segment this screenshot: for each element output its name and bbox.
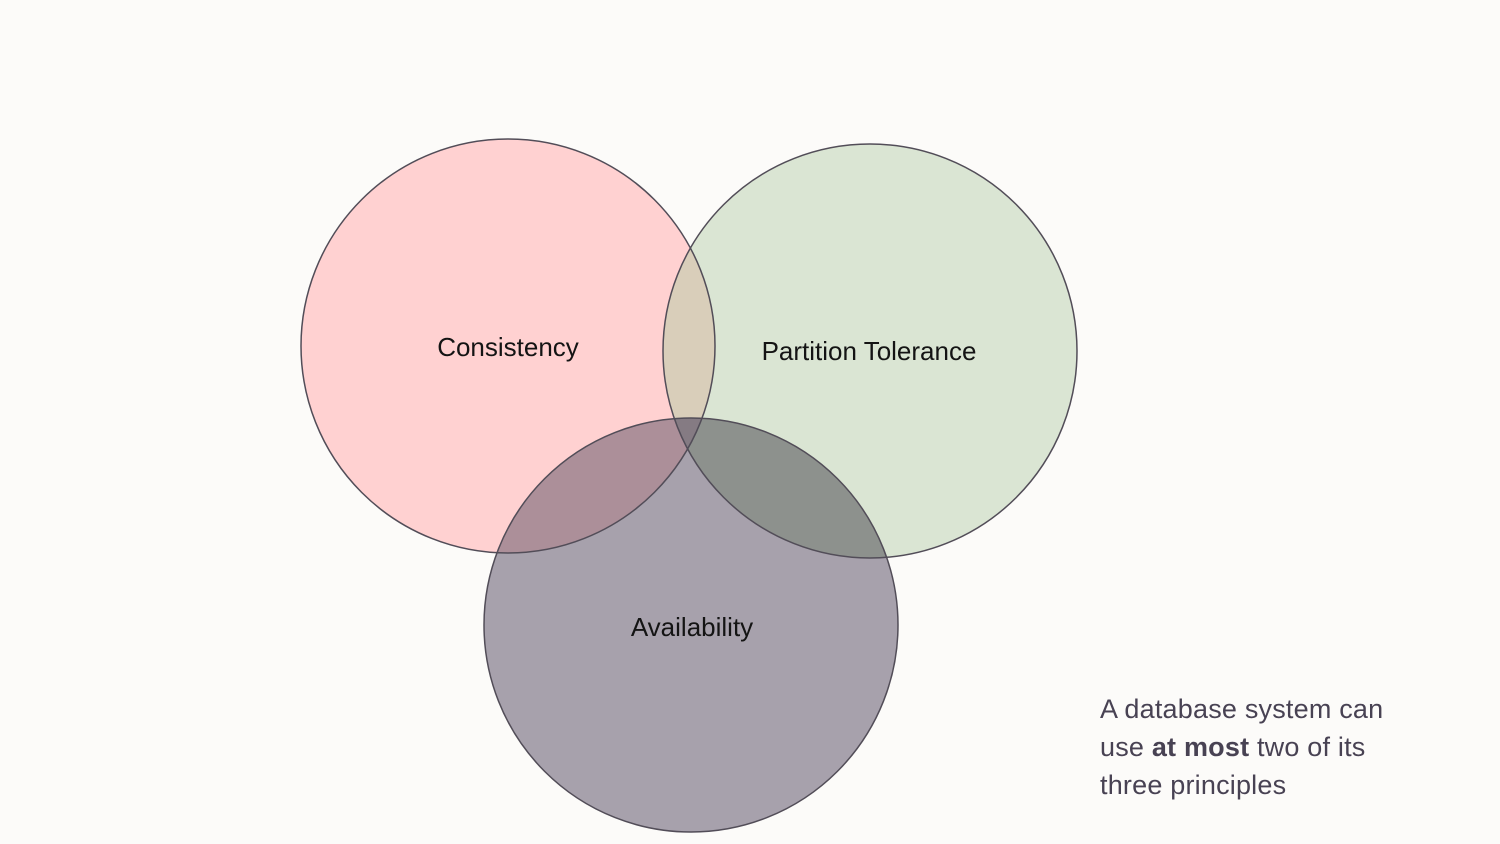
caption: A database system can use at most two of… xyxy=(1100,690,1460,804)
availability-circle-outline xyxy=(483,417,899,833)
caption-line-2-bold: at most xyxy=(1151,732,1250,762)
caption-line-3: three principles xyxy=(1100,766,1460,804)
consistency-label: Consistency xyxy=(437,332,579,362)
partition-tolerance-label: Partition Tolerance xyxy=(762,336,977,366)
caption-line-2: use at most two of its xyxy=(1100,728,1460,766)
caption-line-2-pre: use xyxy=(1100,732,1152,762)
caption-line-1-text: A database system can xyxy=(1100,694,1384,724)
overlap-partition-availability xyxy=(663,418,898,558)
overlap-consistency-availability xyxy=(484,418,715,553)
caption-line-3-text: three principles xyxy=(1100,770,1287,800)
caption-line-2-post: two of its xyxy=(1249,732,1366,762)
availability-label: Availability xyxy=(631,612,753,642)
consistency-circle-outline xyxy=(300,138,716,554)
partition-tolerance-circle-outline xyxy=(662,143,1078,559)
caption-line-1: A database system can xyxy=(1100,690,1460,728)
